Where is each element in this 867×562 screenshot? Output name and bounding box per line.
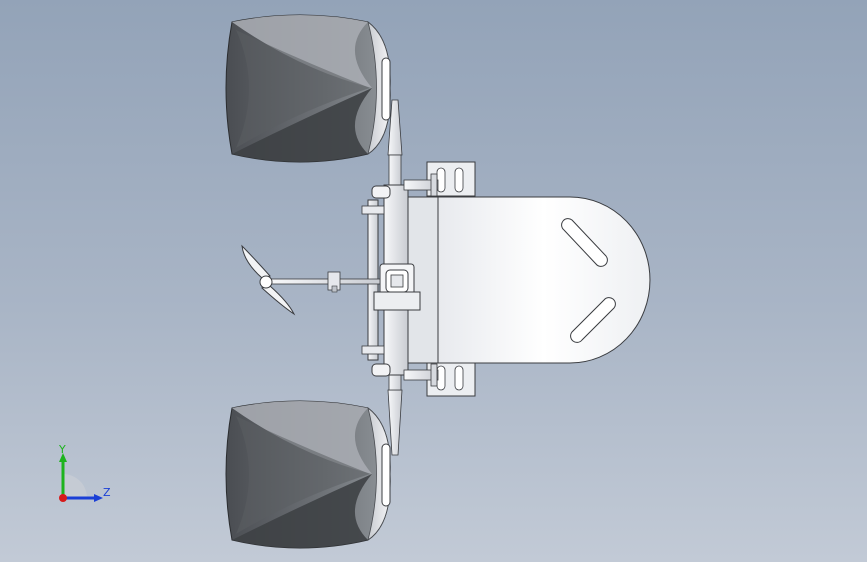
bracket-top[interactable]	[403, 161, 476, 197]
mounting-plate[interactable]	[407, 196, 651, 364]
arc-slot-lower	[570, 297, 616, 343]
float-top[interactable]	[225, 14, 391, 163]
propeller-shaft[interactable]	[269, 271, 381, 293]
bracket-bottom[interactable]	[403, 361, 476, 397]
z-axis-label: Z	[103, 486, 111, 499]
reference-triad: Y Z	[50, 440, 120, 510]
central-clamp[interactable]	[373, 263, 421, 311]
arc-slot-upper	[561, 218, 608, 267]
propeller[interactable]	[241, 244, 296, 316]
y-axis-label: Y	[59, 443, 66, 456]
x-axis-dot	[59, 494, 67, 502]
float-bottom[interactable]	[225, 400, 391, 549]
